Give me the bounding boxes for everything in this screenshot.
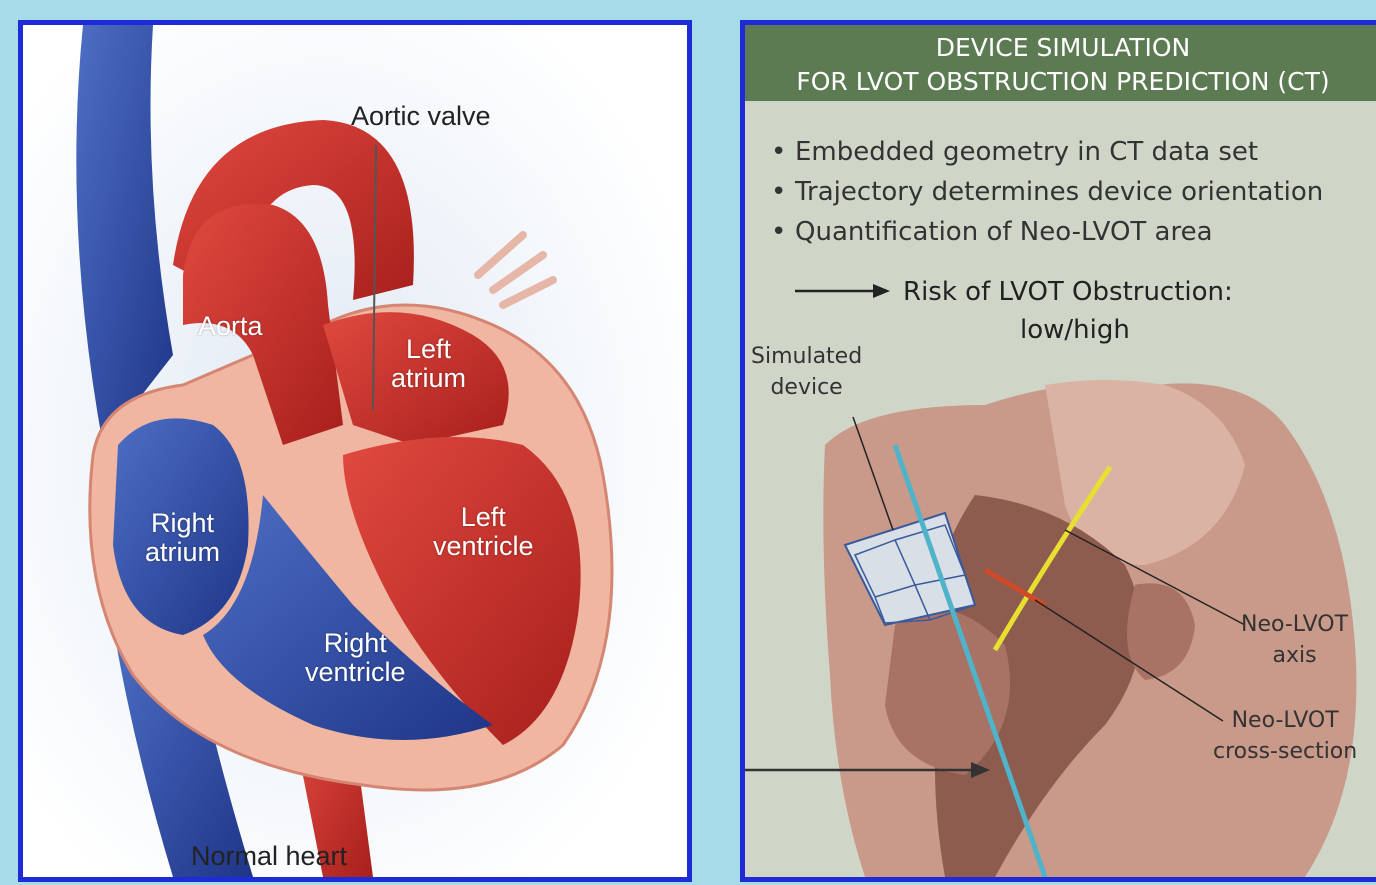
right-ventricle-label: Right ventricle <box>305 629 406 687</box>
risk-line-1: Risk of LVOT Obstruction: <box>903 277 1233 307</box>
simulated-device-label: Simulated device <box>751 341 862 403</box>
heart-anatomy-panel: Aortic valve Aorta Left atrium Right atr… <box>18 20 692 882</box>
neo-lvot-axis-label: Neo-LVOT axis <box>1241 609 1348 671</box>
normal-heart-caption: Normal heart <box>191 841 347 872</box>
right-atrium-label: Right atrium <box>145 509 220 567</box>
risk-arrow-head <box>873 284 890 298</box>
neo-lvot-cross-section-label: Neo-LVOT cross-section <box>1213 705 1357 767</box>
left-atrium-label: Left atrium <box>391 335 466 393</box>
risk-line-2: low/high <box>1020 315 1130 345</box>
left-ventricle-label: Left ventricle <box>433 503 534 561</box>
device-simulation-panel: DEVICE SIMULATION FOR LVOT OBSTRUCTION P… <box>740 20 1376 882</box>
aortic-valve-label: Aortic valve <box>351 101 491 132</box>
heart-illustration <box>23 25 687 877</box>
aorta-label: Aorta <box>198 312 263 341</box>
